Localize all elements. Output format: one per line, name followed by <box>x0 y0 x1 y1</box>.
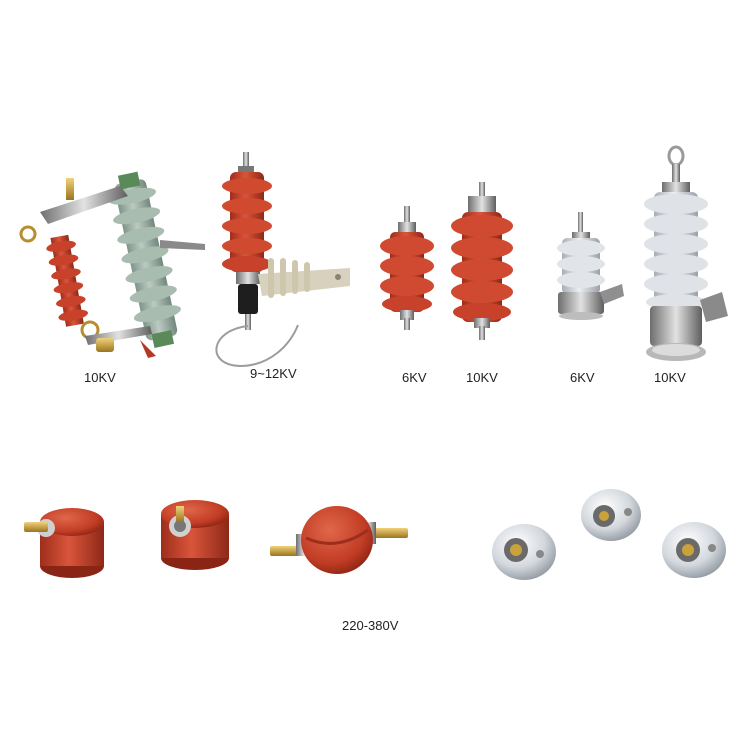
bracket-arrester <box>215 152 350 368</box>
fuse-cutout-arrester <box>19 171 205 358</box>
label-red-arrester-6kv: 6KV <box>402 370 427 385</box>
lv-silver-arrester-2 <box>581 489 641 541</box>
label-red-arrester-10kv: 10KV <box>466 370 498 385</box>
lv-silver-arrester-3 <box>662 522 726 578</box>
label-white-arrester-6kv: 6KV <box>570 370 595 385</box>
lv-red-arrester-1 <box>24 508 104 578</box>
white-arrester-10kv <box>644 145 728 361</box>
label-fuse-cutout: 10KV <box>84 370 116 385</box>
label-low-voltage: 220-380V <box>342 618 399 633</box>
red-arrester-6kv <box>380 206 434 330</box>
lv-silver-arrester-1 <box>492 524 556 580</box>
label-bracket-arrester: 9~12KV <box>250 366 297 381</box>
lv-red-arrester-3 <box>270 506 408 574</box>
white-arrester-6kv <box>557 212 624 320</box>
label-white-arrester-10kv: 10KV <box>654 370 686 385</box>
lv-red-arrester-2 <box>161 500 229 570</box>
red-arrester-10kv <box>451 182 513 340</box>
